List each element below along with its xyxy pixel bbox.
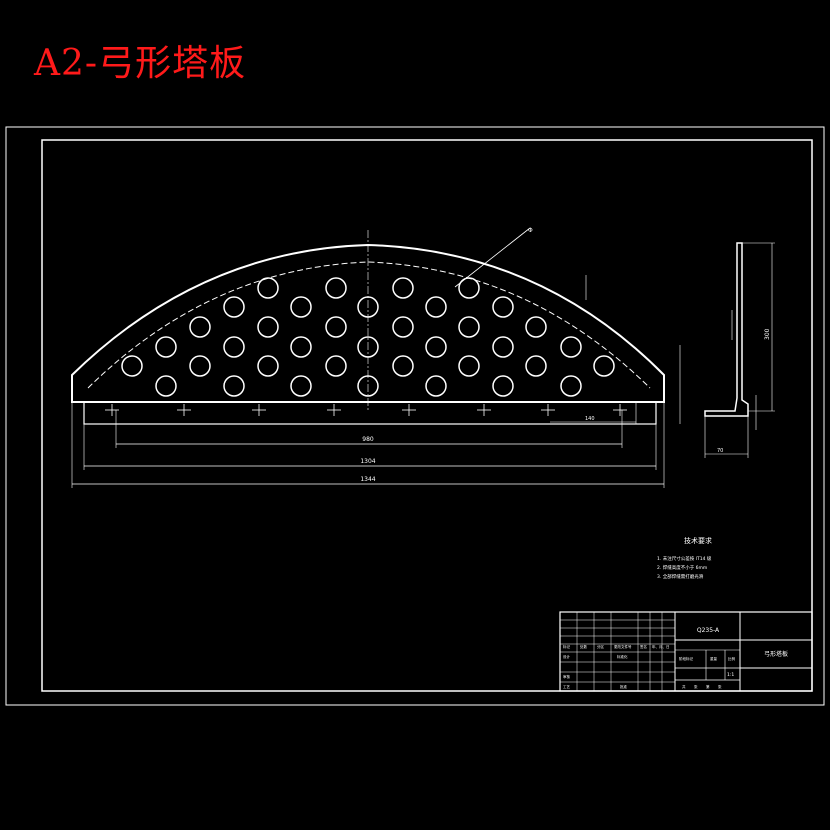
bolt-mark — [105, 404, 119, 416]
hole — [223, 296, 245, 318]
hole — [392, 277, 414, 299]
bolt-mark — [613, 404, 627, 416]
hole — [290, 296, 312, 318]
hole — [357, 336, 379, 358]
hole — [560, 375, 582, 397]
hole — [155, 375, 177, 397]
hole — [458, 316, 480, 338]
outer-border — [5, 126, 825, 706]
hole-pattern — [121, 277, 615, 397]
material-label: Q235-A — [697, 627, 720, 634]
tb-cell-0: 标记 — [563, 644, 571, 649]
tb-cell-4: 签名 — [640, 644, 647, 649]
hole — [257, 355, 279, 377]
bolt-mark — [327, 404, 341, 416]
tb-cell-9: 重量 — [710, 656, 718, 661]
hole — [492, 336, 514, 358]
dim-140: 140 — [585, 416, 595, 422]
dimensions: 980 1304 1344 140 — [71, 275, 681, 488]
tb-cell-2: 分区 — [597, 644, 605, 649]
dim-980: 980 — [362, 436, 374, 443]
hole — [492, 375, 514, 397]
title-block: Q235-A 弓形塔板 1:1 标记 处数 分区 更改文件号 签名 年、月、日 … — [559, 611, 813, 692]
leader-label: Φ — [528, 227, 533, 234]
hole — [290, 336, 312, 358]
inner-border — [41, 139, 813, 692]
tb-cell-12: 工艺 — [563, 684, 571, 689]
dim-70: 70 — [717, 448, 723, 454]
drawing-name: 弓形塔板 — [764, 650, 788, 658]
dim-300: 300 — [764, 328, 771, 340]
tb-cell-8: 阶段标记 — [679, 656, 693, 661]
hole — [392, 355, 414, 377]
hole — [593, 355, 615, 377]
tb-cell-6: 设计 — [563, 654, 571, 659]
plate-inner-arc — [87, 261, 651, 389]
tb-cell-15: 张 — [694, 684, 698, 689]
tb-cell-13: 批准 — [620, 684, 628, 689]
hole — [290, 375, 312, 397]
hole — [458, 277, 480, 299]
bolt-mark — [177, 404, 191, 416]
dim-1344: 1344 — [360, 476, 375, 483]
hole — [425, 296, 447, 318]
side-profile — [704, 242, 749, 417]
hole — [357, 375, 379, 397]
tb-cell-7: 标准化 — [617, 654, 628, 659]
plate-front-view: Φ — [71, 227, 665, 425]
hole — [223, 375, 245, 397]
tech-note-3: 3. 全部焊缝需打磨光滑 — [657, 573, 704, 580]
tb-cell-1: 处数 — [580, 644, 588, 649]
bolt-mark — [402, 404, 416, 416]
scale-value: 1:1 — [727, 672, 734, 678]
tb-cell-14: 共 — [682, 684, 686, 689]
plate-bottom-strip — [83, 401, 657, 425]
leader-line — [454, 227, 531, 288]
tech-notes-heading: 技术要求 — [684, 536, 712, 545]
tech-note-1: 1. 未注尺寸公差按 IT14 级 — [657, 555, 712, 562]
tb-cell-3: 更改文件号 — [614, 644, 632, 649]
hole — [458, 355, 480, 377]
hole — [425, 375, 447, 397]
hole — [155, 336, 177, 358]
hole — [325, 355, 347, 377]
hole — [357, 296, 379, 318]
page-title: A2-弓形塔板 — [34, 43, 247, 84]
tech-note-2: 2. 焊缝高度不小于 6mm — [657, 564, 707, 571]
plate-side-view: 300 70 — [704, 242, 775, 458]
dim-1304: 1304 — [360, 458, 375, 465]
hole — [392, 316, 414, 338]
tb-cell-5: 年、月、日 — [652, 644, 670, 649]
hole — [560, 336, 582, 358]
hole — [325, 277, 347, 299]
bolt-mark — [541, 404, 555, 416]
hole — [492, 296, 514, 318]
hole — [425, 336, 447, 358]
bolt-marks — [105, 404, 627, 416]
bolt-mark — [252, 404, 266, 416]
hole — [189, 355, 211, 377]
hole — [525, 316, 547, 338]
hole — [257, 277, 279, 299]
hole — [257, 316, 279, 338]
tb-cell-17: 张 — [718, 684, 722, 689]
bolt-mark — [477, 404, 491, 416]
hole — [121, 355, 143, 377]
hole — [325, 316, 347, 338]
tb-cell-11: 审核 — [563, 674, 571, 679]
hole — [223, 336, 245, 358]
hole — [189, 316, 211, 338]
tb-cell-10: 比例 — [728, 656, 736, 661]
tb-cell-16: 第 — [706, 684, 710, 689]
tech-notes: 技术要求 1. 未注尺寸公差按 IT14 级 2. 焊缝高度不小于 6mm 3.… — [657, 536, 712, 580]
hole — [525, 355, 547, 377]
